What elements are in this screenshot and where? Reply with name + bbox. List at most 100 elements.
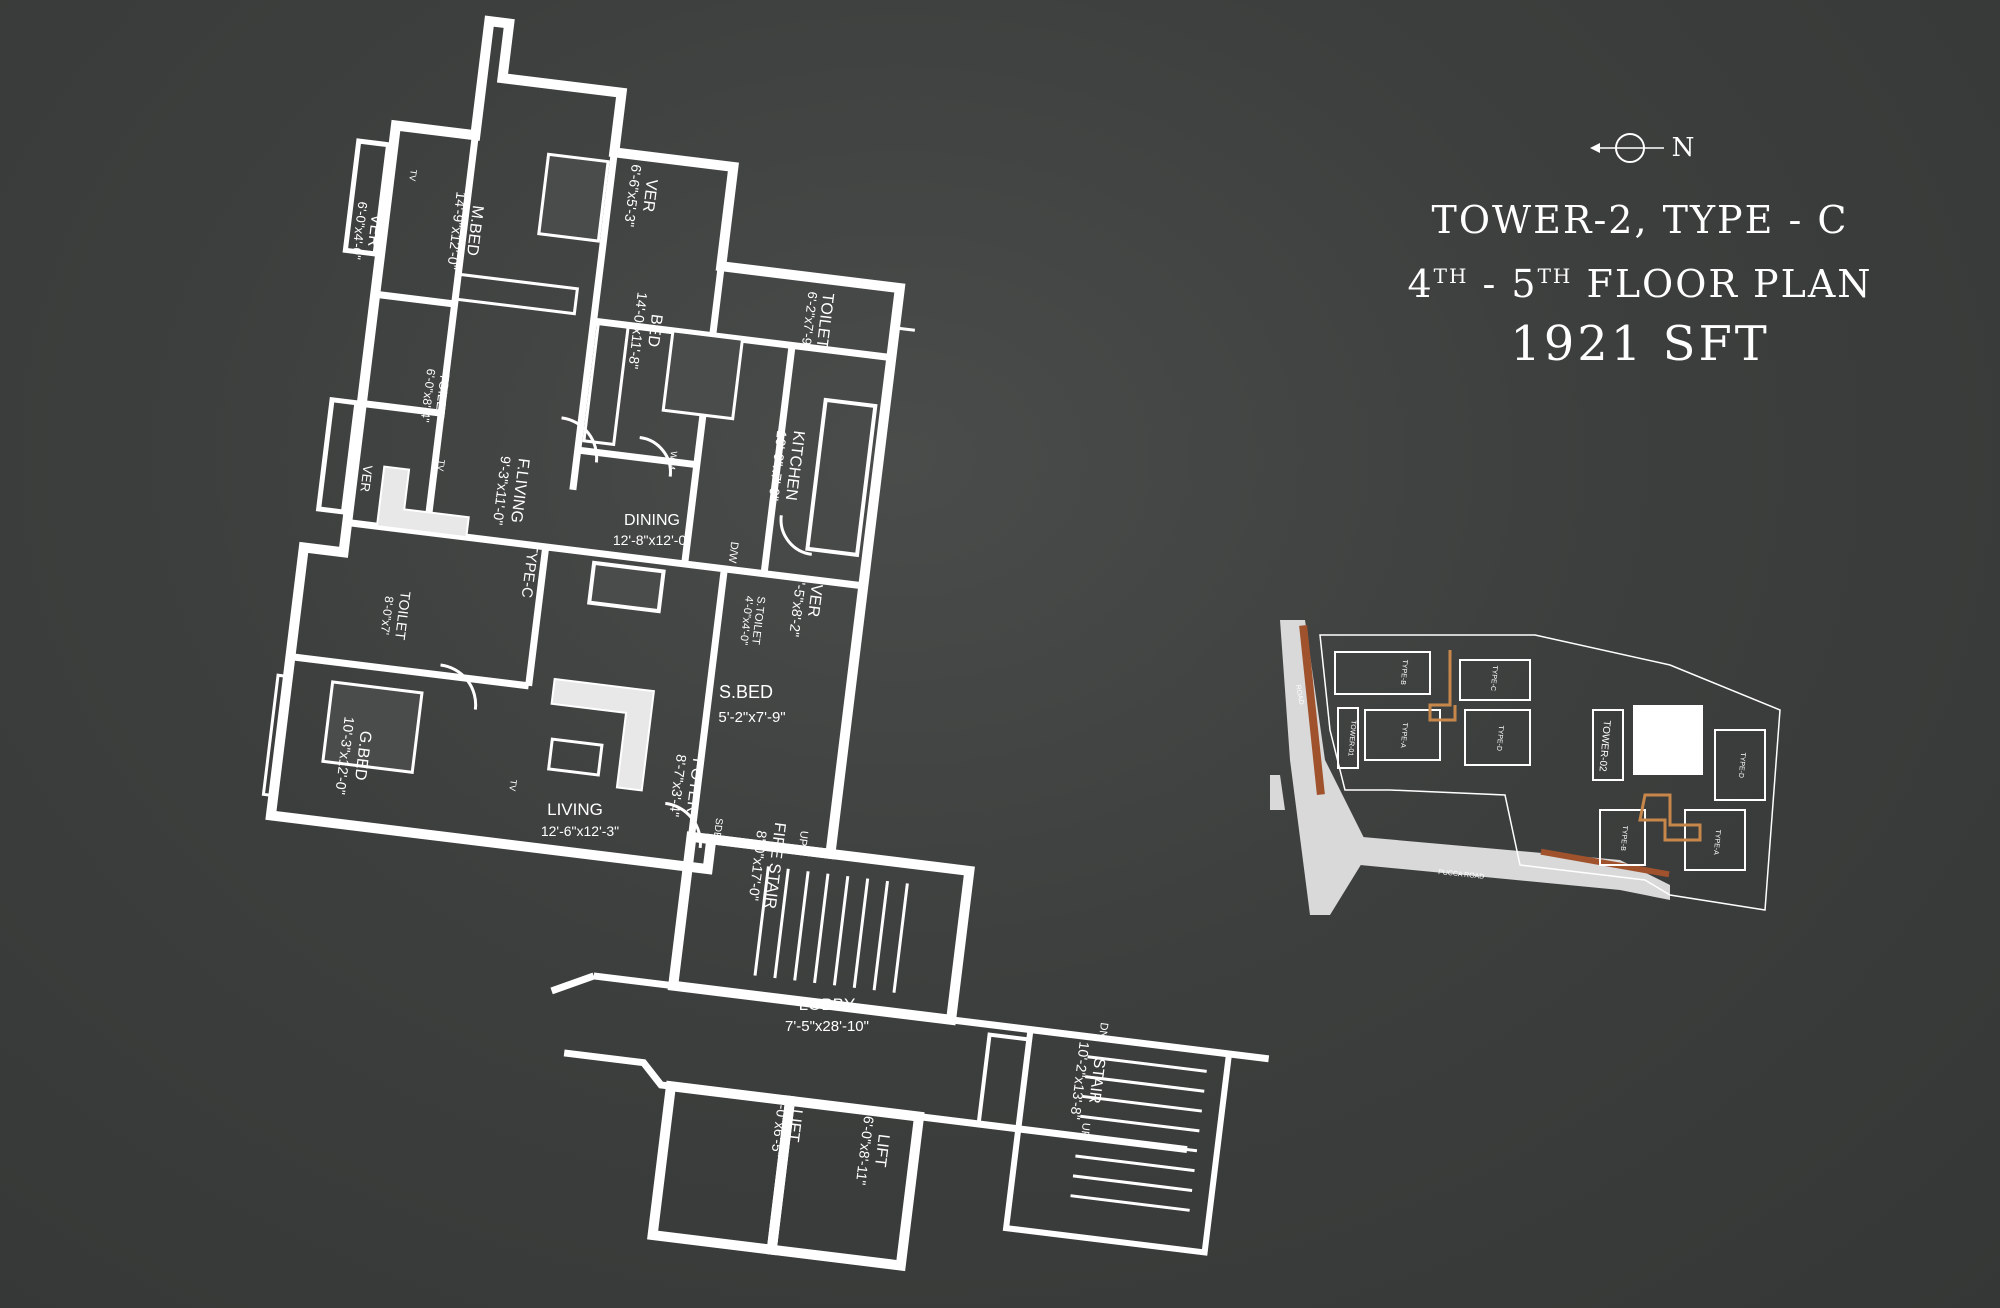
label-stair-size: 10'-2"x13'-8" [1067,1041,1092,1121]
label-m-bed: M.BED [463,204,486,256]
bed-bed [661,329,745,421]
road-side-left [1270,775,1285,810]
lift-shaft-1 [647,1080,796,1256]
label-lift2-size: 6'-0"x8'-11" [853,1115,877,1186]
label-sdb: SDB [711,817,724,839]
highlight-label: TYPE-C [1639,734,1698,751]
label-type-c: TYPE-C [518,542,542,599]
kitchen-counter [805,397,878,558]
title-tower-type: TOWER-2, TYPE - C [1431,198,1849,242]
sofa-living [550,677,656,792]
block-type-c-1 [1459,659,1531,701]
label-ver-small-size: 6'-0"x3'-0" [343,451,363,506]
block-type-b-2 [1599,809,1646,866]
compass-north-label: N [1671,133,1695,163]
block-tower-02 [1592,709,1624,781]
stair-treads [1070,1055,1207,1212]
mbed-bed [537,152,610,243]
block-label-8: TYPE-A [1712,829,1721,855]
label-dining: DINING [624,512,680,529]
window-lines [261,38,916,798]
label-living-size: 12'-6"x12'-3" [541,823,619,839]
floor-start: 4 [1407,262,1434,306]
label-ver-mid: VER [804,583,825,618]
label-toilet-g: TOILET [392,590,414,641]
label-ver-left-size: 6'-0"x4'-0" [348,201,370,261]
dining-table [586,560,666,614]
floor-dash: - [1468,262,1512,306]
label-toilet-m-size: 6'-0"x8'-4" [418,368,438,423]
pucca-road [1340,835,1670,900]
fire-stair-treads [753,866,909,993]
floor-end-sup: TH [1537,264,1573,288]
site-blocks [1334,651,1766,871]
site-highlight-connector [1428,650,1702,842]
label-ver-small: VER [357,464,375,492]
label-m-bed-size: 14'-9"x12'-0" [444,191,469,271]
label-lift1-size: 6'-0"x6'-5" [768,1093,792,1157]
label-living: LIVING [547,800,603,819]
tower-02-label: TOWER-02 [1596,720,1611,773]
label-ver-mid-size: 7'-5"x8'-2" [786,573,810,637]
label-tv-2: TV [435,459,446,472]
sofa-family [375,465,470,539]
label-lift1: LIFT [784,1108,805,1143]
site-block-labels: TYPE-B TYPE-C TOWER-01 TYPE-A TYPE-D TYP… [1346,659,1746,855]
label-dining-size: 12'-8"x12'-0" [613,532,691,548]
ver-strip [315,396,360,515]
label-g-bed: G.BED [351,730,374,781]
stair-vent [976,1032,1032,1132]
floor-plan-drawing: M.BED 14'-9"x12'-0" VER 6'-6"x5'-3" VER … [261,15,1270,1272]
wardrobe-mbed [453,272,580,316]
pucca-road-label: PUCCA ROAD [1438,869,1485,881]
boundary-strip-2 [1540,848,1670,878]
block-label-3: TOWER-01 [1346,720,1356,757]
floor-start-sup: TH [1433,264,1469,288]
label-toilet-m: TOILET [432,372,452,419]
label-tv-1: TV [407,169,418,182]
label-foyer-size: 8'-7"x3'-4" [666,753,690,817]
gbed-bed [321,680,424,774]
floor-end: 5 [1511,262,1538,306]
north-compass: N [1380,130,1900,166]
label-toilet-top-size: 6'-2"x7'-9" [798,291,820,351]
label-ver-top: VER [639,178,660,213]
block-label-4: TYPE-A [1399,722,1408,748]
coffee-table [546,737,604,777]
label-s-bed: S.BED [719,682,773,702]
label-lobby: LOBBY [799,995,856,1014]
block-label-7: TYPE-B [1619,825,1628,851]
block-type-b-1 [1334,651,1431,695]
label-stair: STAIR [1085,1057,1107,1105]
label-ver-top-size: 6'-6"x5'-3" [621,163,645,227]
label-lobby-size: 7'-5"x28'-10" [785,1018,869,1035]
label-lift2: LIFT [871,1133,892,1168]
label-foyer: FOYER [683,757,707,814]
label-toilet-g-size: 8'-0"x7' [378,595,397,635]
label-s-toilet: S.TOILET [749,595,767,645]
compass-icon [1589,133,1664,163]
floor-plan-word: FLOOR PLAN [1572,262,1873,306]
wardrobe-bed [582,319,630,447]
block-tower-01 [1337,707,1359,769]
label-stair-dn: DN [1096,1022,1110,1039]
site-boundary [1319,634,1781,911]
label-stair-up: UP [1078,1122,1092,1139]
block-type-a-1 [1364,709,1441,761]
apartment-plan [261,15,1270,1272]
boundary-strip-1 [1299,625,1325,795]
left-balcony [342,138,392,257]
label-s-bed-size: 5'-2"x7'-9" [718,709,785,726]
title-floor-plan: 4TH - 5TH FLOOR PLAN [1380,248,1900,312]
label-s-toilet-size: 4'-0"x4'-0" [737,595,755,645]
site-key-plan: ROAD PUCCA ROAD TYPE-C TOWER-02 TYPE-B T… [1270,620,1781,915]
label-dw: D/W [726,541,741,564]
label-wm: W/M [667,451,679,471]
highlighted-type-c [1633,705,1703,775]
label-fire-stair-up: UP [796,830,810,847]
block-type-d-1 [1464,709,1531,766]
block-label-2: TYPE-C [1489,665,1498,691]
road-label: ROAD [1294,684,1304,705]
block-label-5: TYPE-D [1495,725,1504,751]
